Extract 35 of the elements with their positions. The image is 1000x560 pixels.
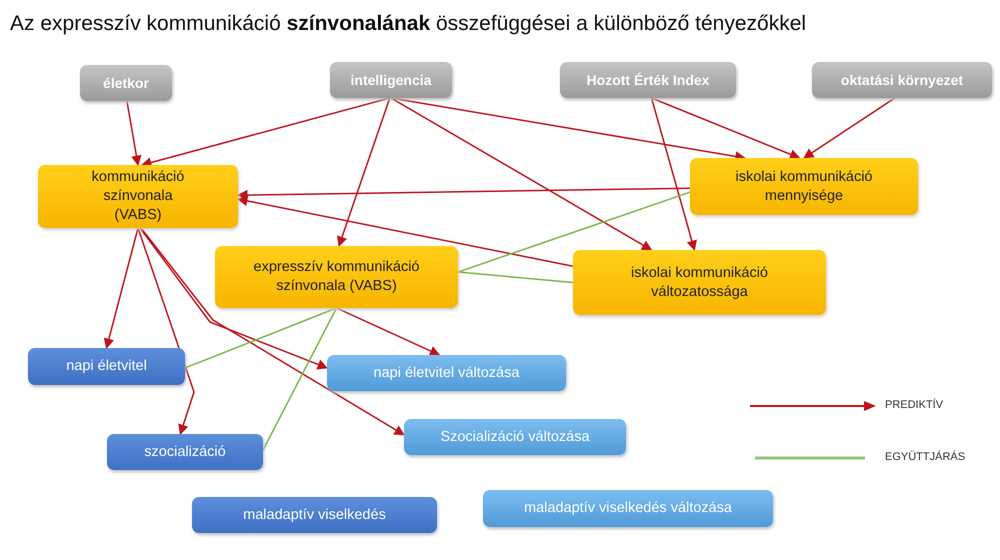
change-box: maladaptív viselkedés változása [483,490,773,527]
arrow [337,98,390,247]
legend-label: EGYÜTTJÁRÁS [885,451,966,463]
factor-box: oktatási környezet [812,62,992,98]
arrow [104,228,139,350]
factor-box: intelligencia [330,62,452,98]
connector-line [458,192,690,273]
measure-box: kommunikáció színvonala (VABS) [38,165,238,228]
outcome-box: szocializáció [107,434,263,470]
connector-line [262,308,338,451]
arrow [803,97,896,159]
arrow [126,100,142,166]
outcome-box: maladaptív viselkedés [192,497,437,533]
measure-box: iskolai kommunikáció mennyisége [690,158,918,215]
arrow [236,196,574,267]
outcome-box: napi életvitel [28,348,185,385]
measure-box: expresszív kommunikáció színvonala (VABS) [215,246,458,308]
arrow [137,228,195,435]
arrow [650,98,697,251]
factor-box: Hozott Érték Index [560,62,736,98]
arrow [236,187,690,200]
arrow [140,97,390,168]
change-box: napi életvitel változása [327,355,566,391]
arrow [390,97,652,251]
factor-box: életkor [80,65,172,101]
change-box: Szocializáció változása [404,419,626,455]
connector-line [458,271,574,284]
arrow [139,228,328,370]
measure-box: iskolai kommunikáció változatossága [573,250,826,315]
legend-label: PREDIKTÍV [885,399,944,411]
arrow [336,307,440,356]
diagram-title: Az expresszív kommunikáció színvonalának összefüggései a különböző tényezőkkel [10,12,806,36]
connector-line [184,307,337,369]
arrow [140,228,405,436]
arrow [651,97,800,160]
